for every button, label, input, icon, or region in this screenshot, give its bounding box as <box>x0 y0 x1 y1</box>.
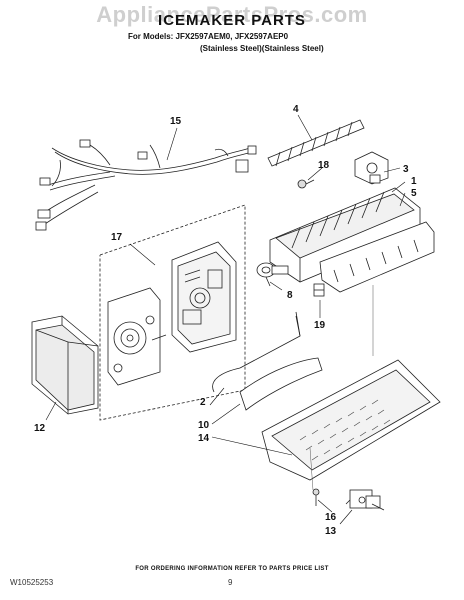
gear-housing <box>107 287 167 386</box>
callout-17: 17 <box>111 232 123 243</box>
callout-10: 10 <box>198 420 210 431</box>
shutoff-arm-screw <box>297 179 315 189</box>
page-title: ICEMAKER PARTS <box>158 12 306 29</box>
document-number: W10525253 <box>10 578 54 587</box>
model-numbers: For Models: JFX2597AEM0, JFX2597AEP0 <box>128 32 289 41</box>
callout-13: 13 <box>325 526 337 537</box>
callout-2: 2 <box>200 397 206 408</box>
ice-mold <box>269 187 421 283</box>
water-shield <box>239 357 323 411</box>
callout-4: 4 <box>293 104 299 115</box>
callout-5: 5 <box>411 188 417 199</box>
callout-1: 1 <box>411 176 417 187</box>
callout-18: 18 <box>318 160 330 171</box>
control-module <box>171 241 237 353</box>
ejector-blades <box>267 119 365 167</box>
retaining-clip <box>313 283 325 297</box>
wiring-harness <box>35 139 257 231</box>
callout-12: 12 <box>34 423 46 434</box>
water-valve <box>345 489 385 511</box>
control-assembly-outline <box>99 204 246 421</box>
callout-14: 14 <box>198 433 210 444</box>
callout-19: 19 <box>314 320 326 331</box>
front-cover <box>31 315 99 415</box>
mold-heater <box>319 221 435 293</box>
callout-15: 15 <box>170 116 182 127</box>
model-finish: (Stainless Steel)(Stainless Steel) <box>200 44 324 53</box>
watermark-text: AppliancePartsPros.com <box>96 2 368 27</box>
icemaker-base-bracket <box>261 359 441 481</box>
ordering-info: FOR ORDERING INFORMATION REFER TO PARTS … <box>135 566 329 572</box>
callout-3: 3 <box>403 164 409 175</box>
page-number: 9 <box>228 578 233 587</box>
bearing-and-mounting <box>354 151 389 185</box>
shutoff-arm <box>212 311 301 393</box>
callout-16: 16 <box>325 512 337 523</box>
water-inlet-fitting <box>256 262 289 287</box>
callout-8: 8 <box>287 290 293 301</box>
mounting-screw <box>312 488 320 506</box>
